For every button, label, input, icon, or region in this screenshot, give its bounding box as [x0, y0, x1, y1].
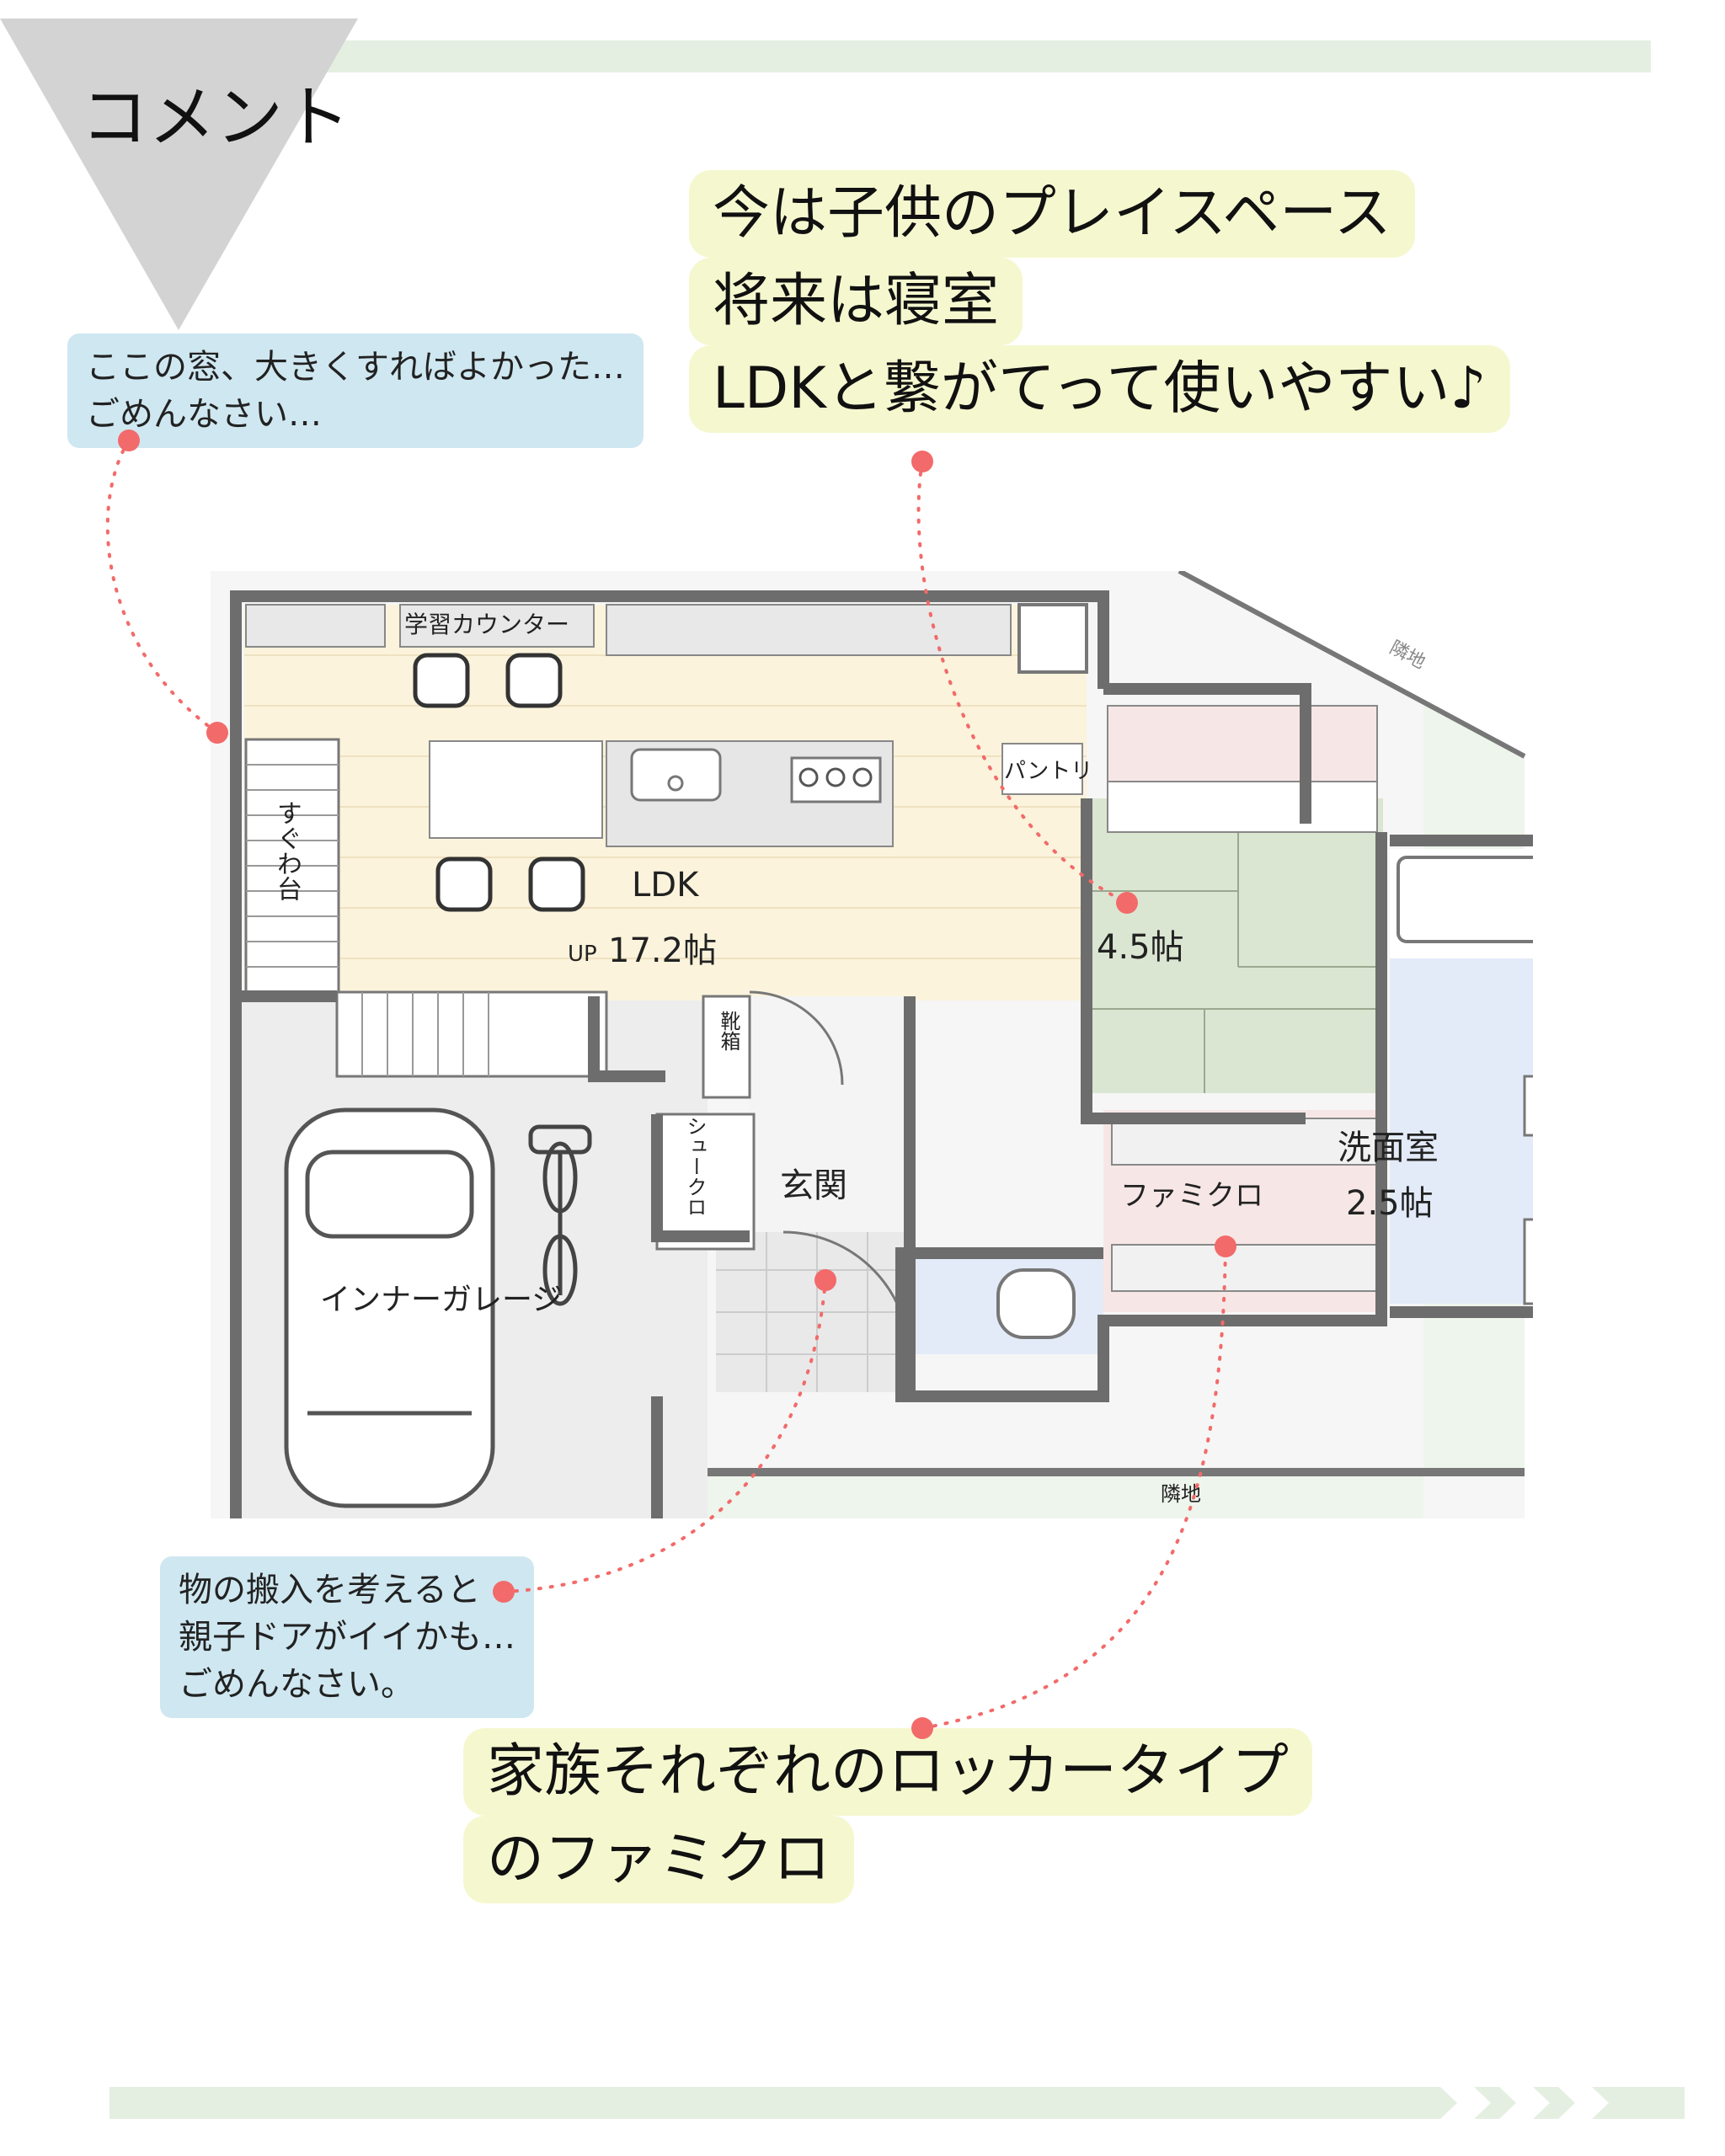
connector-dot-famikuro [911, 1717, 933, 1739]
comment-door: 物の搬入を考えると 親子ドアがイイかも… ごめんなさい。 [160, 1556, 534, 1718]
header-bar [83, 40, 1651, 72]
connector-dot-tatami-target [1116, 892, 1138, 914]
label-washroom: 洗面室 [1338, 1129, 1439, 1167]
comment-door-line-3: ごめんなさい。 [179, 1665, 414, 1704]
comment-famikuro-line-2-box: のファミクロ [463, 1816, 855, 1903]
comment-tatami-line-1-box: 今は子供のプレイスペース [689, 170, 1415, 258]
label-neighbor-bottom: 隣地 [1161, 1482, 1201, 1506]
comment-door-line-1: 物の搬入を考えると [179, 1571, 481, 1609]
connector-dot-tatami [911, 451, 933, 472]
label-famikuro: ファミクロ [1120, 1179, 1263, 1213]
connector-dot-window [118, 430, 140, 451]
label-entrance: 玄関 [780, 1166, 847, 1205]
connector-dot-door [493, 1581, 515, 1603]
comment-tatami-line-2-box: 将来は寝室 [689, 258, 1023, 345]
comment-window-line-1: ここの窓、大きくすればよかった… [86, 348, 625, 387]
comment-door-line-2: 親子ドアがイイかも… [179, 1618, 515, 1657]
page-title: コメント [81, 78, 350, 157]
label-up: UP [568, 942, 597, 967]
label-pantry: パントリ [1004, 759, 1093, 784]
comment-tatami-line-2: 将来は寝室 [713, 268, 1000, 334]
label-washroom-size: 2.5帖 [1346, 1184, 1434, 1223]
comment-famikuro-line-1: 家族それぞれのロッカータイプ [487, 1738, 1290, 1805]
comment-tatami-line-3-box: LDKと繋がてって使いやすい♪ [689, 345, 1510, 433]
label-stairs: すぐわ台 [272, 800, 302, 901]
label-garage: インナーガレージ [320, 1283, 563, 1317]
label-ldk-size: 17.2帖 [608, 931, 718, 970]
label-shoe-box: 靴箱 [717, 1011, 740, 1051]
comment-window-line-2: ごめんなさい… [86, 395, 322, 434]
label-tatami-size: 4.5帖 [1097, 928, 1184, 967]
floor-plan [211, 571, 1533, 1518]
comment-tatami-line-1: 今は子供のプレイスペース [713, 180, 1391, 247]
label-study-counter: 学習カウンター [404, 611, 570, 638]
corner-triangle-decoration [0, 19, 358, 330]
connector-dot-window-target [206, 722, 228, 744]
label-shoe-closet: シュークロ [683, 1116, 707, 1217]
comment-window: ここの窓、大きくすればよかった… ごめんなさい… [67, 334, 644, 448]
label-ldk: LDK [632, 866, 699, 905]
comment-tatami-line-3: LDKと繋がてって使いやすい♪ [713, 355, 1487, 422]
footer-arrow-bar [109, 2087, 1685, 2119]
connector-dot-door-target [814, 1269, 836, 1291]
comment-famikuro-line-1-box: 家族それぞれのロッカータイプ [463, 1728, 1313, 1816]
comment-famikuro-line-2: のファミクロ [487, 1826, 831, 1892]
connector-dot-famikuro-target [1215, 1235, 1236, 1257]
